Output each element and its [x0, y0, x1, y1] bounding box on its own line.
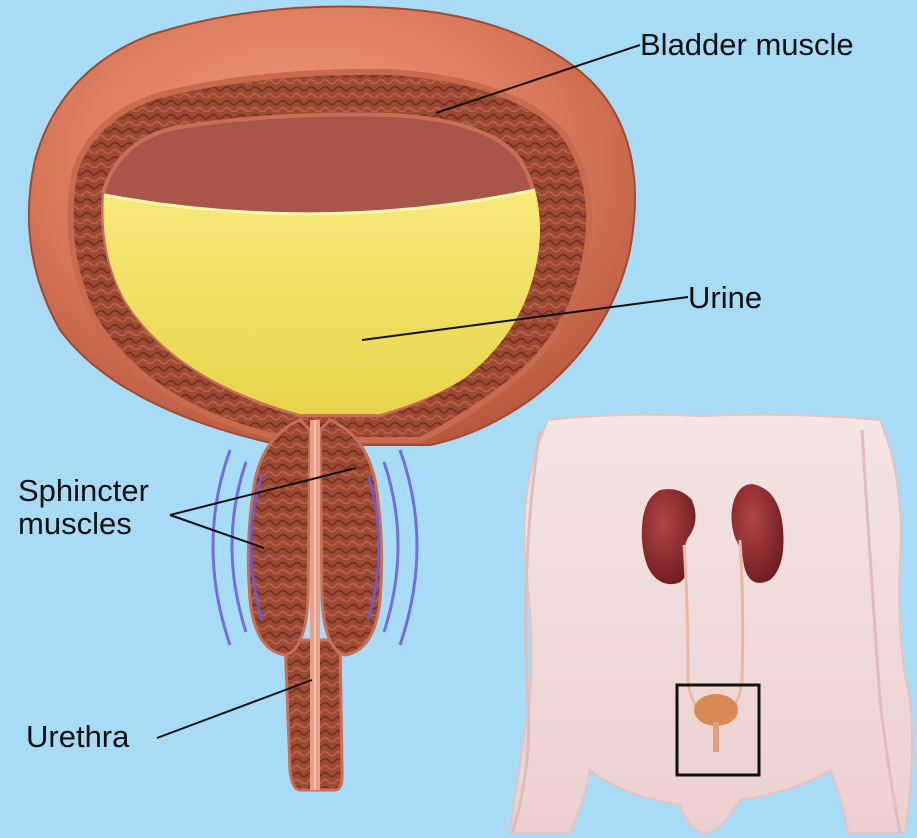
label-sphincter-muscles: Sphincter muscles [18, 474, 149, 540]
wave-left-3 [213, 450, 230, 645]
urethra-assembly [248, 420, 381, 790]
sphincter-right [320, 420, 382, 655]
body-silhouette [510, 415, 912, 833]
wave-right-3 [400, 450, 417, 645]
body-inset [510, 415, 912, 833]
label-sphincter-line2: muscles [18, 507, 149, 540]
label-urethra: Urethra [26, 720, 129, 754]
wave-left-2 [232, 462, 246, 632]
wave-right-2 [384, 462, 398, 632]
bladder [29, 7, 635, 445]
mini-bladder [694, 694, 738, 726]
sphincter-left [248, 420, 310, 655]
mini-urethra [713, 722, 719, 752]
label-sphincter-line1: Sphincter [18, 474, 149, 507]
label-bladder-muscle: Bladder muscle [640, 28, 854, 62]
label-urine: Urine [688, 281, 762, 315]
